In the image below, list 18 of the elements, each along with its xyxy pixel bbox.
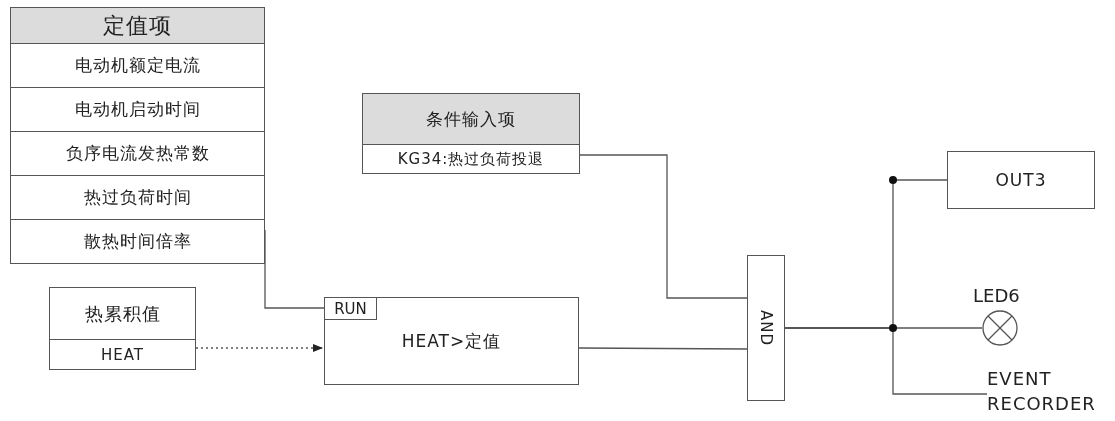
output-box — [947, 151, 1095, 209]
connector-line — [578, 347, 748, 350]
connector-line — [784, 327, 988, 395]
value-table — [49, 287, 196, 370]
header-cell: 定值项 — [11, 8, 264, 44]
header-cell: 条件输入项 — [363, 94, 579, 145]
connector-line — [579, 154, 748, 299]
settings-table — [10, 7, 265, 264]
arrow — [195, 344, 323, 352]
lamp-symbol — [982, 310, 1018, 346]
output-label: OUT3 — [995, 170, 1047, 190]
block-label: HEAT>定值 — [401, 329, 502, 353]
condition-table — [362, 93, 580, 174]
run-tag: RUN — [325, 298, 377, 320]
lamp-label: LED6 — [973, 285, 1020, 306]
comparator-block — [324, 297, 579, 385]
and-gate — [747, 255, 785, 401]
gate-label: AND — [757, 309, 775, 346]
